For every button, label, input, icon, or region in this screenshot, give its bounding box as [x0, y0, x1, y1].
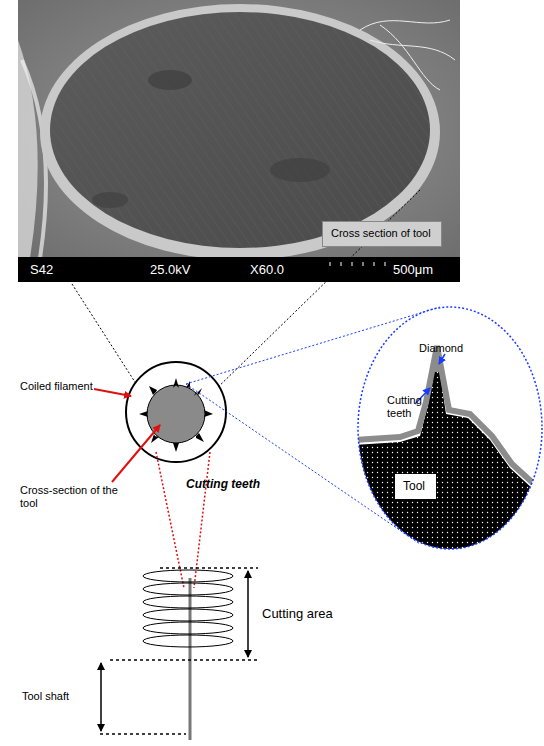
- part-label: Coiled filament: [20, 380, 93, 393]
- node-text: Diamond: [419, 342, 463, 355]
- material-box: Tool: [395, 474, 436, 499]
- dimension-label: Tool shaft: [22, 690, 69, 703]
- voltage-label: 25.0kV: [150, 262, 190, 278]
- node-text: Tool: [403, 479, 428, 493]
- scale-label: 500μm: [393, 262, 433, 278]
- dimension-label: Cutting area: [262, 606, 333, 622]
- magnification-label: X60.0: [250, 262, 284, 278]
- caption-box: Cross section of tool: [322, 221, 442, 247]
- zoom-circle: DiamondCutting teethTool: [357, 306, 543, 550]
- part-label: Cross-section of the tool: [20, 484, 120, 510]
- instrument-label: S42: [30, 262, 53, 278]
- part-label: Cutting teeth: [186, 477, 260, 491]
- node-text: Cross section of tool: [331, 227, 433, 240]
- node-text: Cutting teeth: [387, 394, 437, 420]
